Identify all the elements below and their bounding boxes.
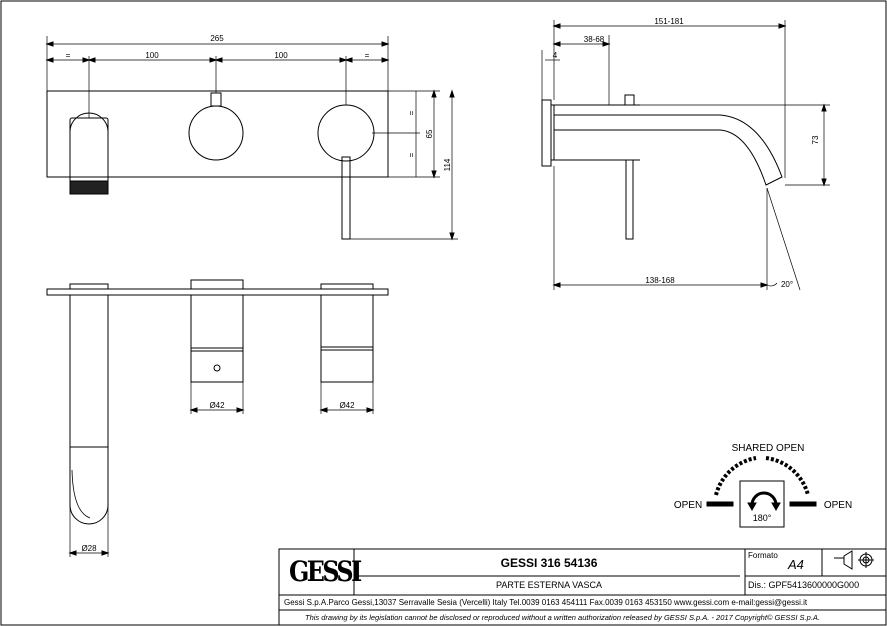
front-diverter-pin [210,92,222,107]
gessi-logo: GESSI [288,555,362,588]
dim-equal-top: = [407,110,416,115]
rotation-label: 180° [753,513,772,523]
format-label: Formato [748,551,778,560]
dim-spout-diameter: Ø28 [81,544,97,553]
shared-open-label: SHARED OPEN [732,443,805,454]
copyright-disclaimer: This drawing by its legislation cannot b… [305,613,820,622]
side-spout [553,114,783,186]
top-mixer-flange [320,283,374,290]
format-value: A4 [788,557,804,572]
front-wall-plate [46,90,389,178]
rotation-arrow [750,491,778,506]
dim-wall-thickness: 4 [553,51,558,60]
front-diverter-knob [188,105,244,161]
top-spout-body [69,294,109,448]
shared-arc-right [765,456,810,496]
dim-spout-reach: 138-168 [645,276,675,285]
open-right-label: OPEN [824,500,852,511]
shared-arc-left [714,456,757,496]
dim-spout-height: 73 [811,135,820,144]
dim-spacing-right: 100 [274,51,288,60]
top-wall-line [46,288,389,296]
dim-diameter-1: Ø42 [209,401,225,410]
top-view [46,279,389,557]
front-spout-aerator [69,180,109,195]
dim-depth-range: 151-181 [654,17,684,26]
open-left-bar [706,501,734,507]
dim-spacing-left: 100 [145,51,159,60]
dim-equal-right: = [365,51,370,60]
dim-plate-height: 65 [425,129,434,138]
dim-wall-range: 38-68 [584,35,605,44]
front-view [45,36,458,241]
open-left-label: OPEN [674,500,702,511]
drawing-number: Dis.: GPF5413600000G000 [748,580,860,590]
front-mixer-lever [341,156,351,240]
top-diverter-hole [213,364,221,372]
dim-equal-bottom: = [407,152,416,157]
top-spout-flange [69,283,109,290]
top-diverter-flange [190,279,244,290]
top-mixer-knob [320,346,374,383]
front-mixer-knob [317,104,375,162]
rotation-box [739,480,785,528]
dim-equal-left: = [66,51,71,60]
title-block-frame [278,548,887,626]
side-view [541,20,830,291]
dim-spout-angle: 20° [781,280,793,289]
company-address: Gessi S.p.A.Parco Gessi,13037 Serravalle… [284,598,808,607]
front-spout-body [69,117,109,185]
dim-total-height: 114 [443,158,452,171]
top-mixer-body [320,294,374,348]
product-code: GESSI 316 54136 [500,556,598,570]
side-wall-plate [541,99,552,167]
side-pin [624,94,635,106]
dim-overall-width: 265 [210,34,224,43]
product-description: PARTE ESTERNA VASCA [495,580,603,590]
open-right-bar [789,501,817,507]
top-spout-curve [69,447,109,525]
top-diverter-body [190,294,244,349]
operation-diagram [706,456,817,528]
side-lever [625,159,634,240]
dim-diameter-2: Ø42 [339,401,355,410]
top-diverter-knob [190,347,244,383]
